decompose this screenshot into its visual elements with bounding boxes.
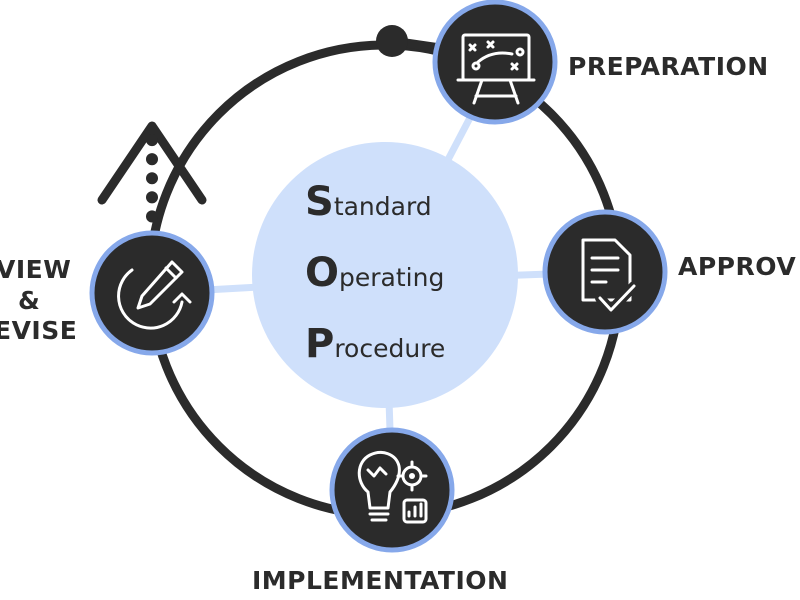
center-hub: [252, 142, 518, 408]
label-preparation: PREPARATION: [568, 52, 769, 81]
label-review-line3: EVISE: [0, 316, 78, 345]
dotted-up-arrow-icon: [97, 121, 207, 226]
lightbulb-gear-icon: [357, 451, 428, 524]
sop-initial-o: O: [305, 250, 340, 296]
sop-rest-procedure: rocedure: [334, 334, 446, 363]
sop-line-standard: Standard: [305, 182, 432, 222]
edit-refresh-icon: [117, 260, 192, 330]
start-dot-icon: [376, 25, 445, 57]
sop-initial-s: S: [305, 179, 334, 225]
review-node: [89, 230, 215, 356]
sop-line-operating: Operating: [305, 253, 444, 293]
implementation-node: [329, 427, 455, 553]
preparation-node: [432, 0, 558, 125]
sop-line-procedure: Procedure: [305, 324, 445, 364]
label-review-line1: VIEW: [0, 255, 72, 284]
sop-initial-p: P: [305, 321, 335, 367]
sop-rest-standard: tandard: [333, 192, 432, 221]
label-review-line2: &: [18, 286, 41, 315]
sop-rest-operating: perating: [339, 263, 445, 292]
label-approval: APPROV: [678, 252, 797, 281]
strategy-board-icon: [456, 33, 536, 105]
approval-node: [542, 209, 668, 335]
label-implementation: IMPLEMENTATION: [252, 566, 509, 595]
document-check-icon: [581, 238, 639, 315]
